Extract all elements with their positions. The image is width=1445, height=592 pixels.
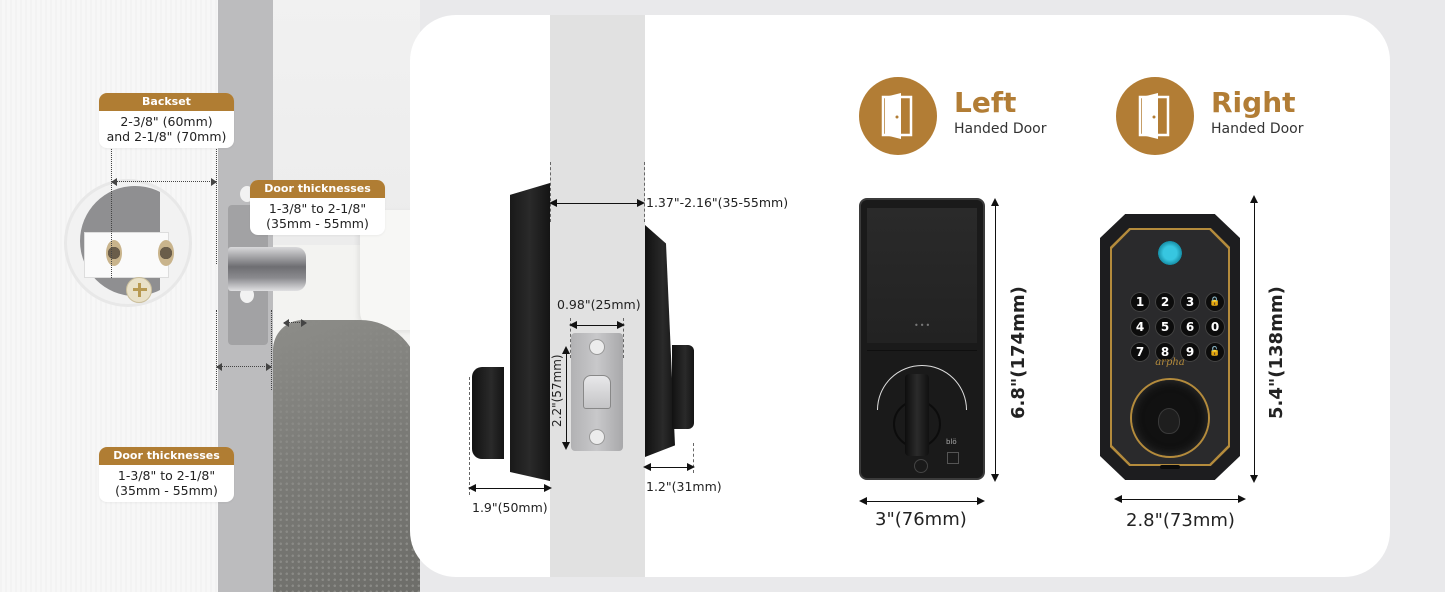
guide-line [623,318,624,358]
indicator-dots: ••• [914,321,932,330]
guide-line [644,162,645,222]
left-width-label: 3"(76mm) [875,509,967,530]
backset-callout-body: 2-3/8" (60mm) and 2-1/8" (70mm) [106,114,227,144]
key-7: 7 [1130,342,1150,362]
key-0: 0 [1205,317,1225,337]
unlock-key-icon: 🔓 [1205,342,1225,362]
left-height-arrow [991,198,999,482]
guide-line [469,377,470,495]
strike-height-label: 2.2"(57mm) [550,354,564,427]
blanket [273,320,420,592]
right-title: Right [1211,86,1296,119]
key-8: 8 [1155,342,1175,362]
key-1: 1 [1130,292,1150,312]
door-range-label: 1.37"-2.16"(35-55mm) [646,195,789,210]
right-width-label: 2.8"(73mm) [1126,510,1235,531]
key-4: 4 [1130,317,1150,337]
backset-guide-line [216,144,217,264]
door-thickness-callout-top: Door thicknesses 1-3/8" to 2-1/8" (35mm … [250,180,385,235]
thumb-turn [905,374,929,456]
exterior-knob-side [472,367,504,459]
key-5: 5 [1155,317,1175,337]
latch-hole [158,240,174,266]
thickness-dimension-arrow [216,363,272,371]
key-2: 2 [1155,292,1175,312]
strike-height-arrow [562,346,570,450]
callout-body: 1-3/8" to 2-1/8" (35mm - 55mm) [115,468,218,498]
right-subtitle: Handed Door [1211,121,1304,137]
strike-plate [571,333,623,451]
key-9: 9 [1180,342,1200,362]
left-door-lock-interior: ••• blö [859,198,985,480]
left-height-label: 6.8"(174mm) [1008,286,1029,419]
left-handed-heading: Left Handed Door [859,77,1046,155]
deadbolt [228,247,306,291]
thumb-turn-side [672,345,694,429]
dimensions-card: 1.37"-2.16"(35-55mm) 0.98"(25mm) 2.2"(57… [410,15,1390,577]
left-subtitle: Handed Door [954,121,1047,137]
right-door-icon [1116,77,1194,155]
strike-width-arrow [569,321,625,329]
battery-cover [867,208,977,343]
screw-icon [589,429,605,445]
left-title: Left [954,86,1017,119]
inner-depth-arrow [643,463,695,471]
door-thickness-callout-bottom: Door thicknesses 1-3/8" to 2-1/8" (35mm … [99,447,234,502]
inner-depth-label: 1.2"(31mm) [646,479,722,494]
bluetooth-label: blö [946,438,957,446]
fingerprint-sensor-icon [1158,241,1182,265]
callout-body: 1-3/8" to 2-1/8" (35mm - 55mm) [266,201,369,231]
right-handed-heading: Right Handed Door [1116,77,1303,155]
door-range-arrow [549,199,645,207]
interior-lock-side [645,225,675,457]
screw-icon [126,277,152,303]
outer-depth-arrow [468,484,552,492]
callout-header: Door thicknesses [250,180,385,198]
faceplate-screw [240,287,254,303]
guide-line [693,443,694,473]
door-cross-section [550,15,645,577]
backset-dimension-arrow [111,178,217,186]
lock-key-icon: 🔒 [1205,292,1225,312]
panel-seam [867,350,977,351]
keypad: 1 2 3 🔒 4 5 6 0 7 8 9 🔓 [1130,292,1225,362]
left-door-icon [859,77,937,155]
keyhole-icon [1158,408,1180,434]
exterior-lock-side [510,183,550,481]
guide-line [550,162,551,222]
thickness-guide-line [271,310,272,390]
right-height-arrow [1250,195,1258,483]
right-height-label: 5.4"(138mm) [1266,286,1287,419]
callout-header: Door thicknesses [99,447,234,465]
thickness-guide-line [216,310,217,390]
right-door-lock-exterior: 1 2 3 🔒 4 5 6 0 7 8 9 🔓 arpha [1100,214,1240,480]
latch-body [84,232,169,278]
reset-button [914,459,928,473]
backset-callout-header: Backset [99,93,234,111]
battery-port [1160,465,1180,469]
right-width-arrow [1114,495,1246,503]
key-3: 3 [1180,292,1200,312]
outer-depth-label: 1.9"(50mm) [472,500,548,515]
screw-icon [589,339,605,355]
installation-photo: Backset 2-3/8" (60mm) and 2-1/8" (70mm) … [0,0,420,592]
guide-line [570,318,571,358]
pairing-button [947,452,959,464]
bolt-hole [583,375,611,409]
key-6: 6 [1180,317,1200,337]
bolt-throw-arrow [283,319,307,327]
brand-logo: arpha [1155,357,1185,368]
left-width-arrow [859,497,985,505]
backset-guide-line [111,144,112,278]
strike-width-label: 0.98"(25mm) [557,297,641,312]
backset-callout: Backset 2-3/8" (60mm) and 2-1/8" (70mm) [99,93,234,148]
latch-hole [106,240,122,266]
